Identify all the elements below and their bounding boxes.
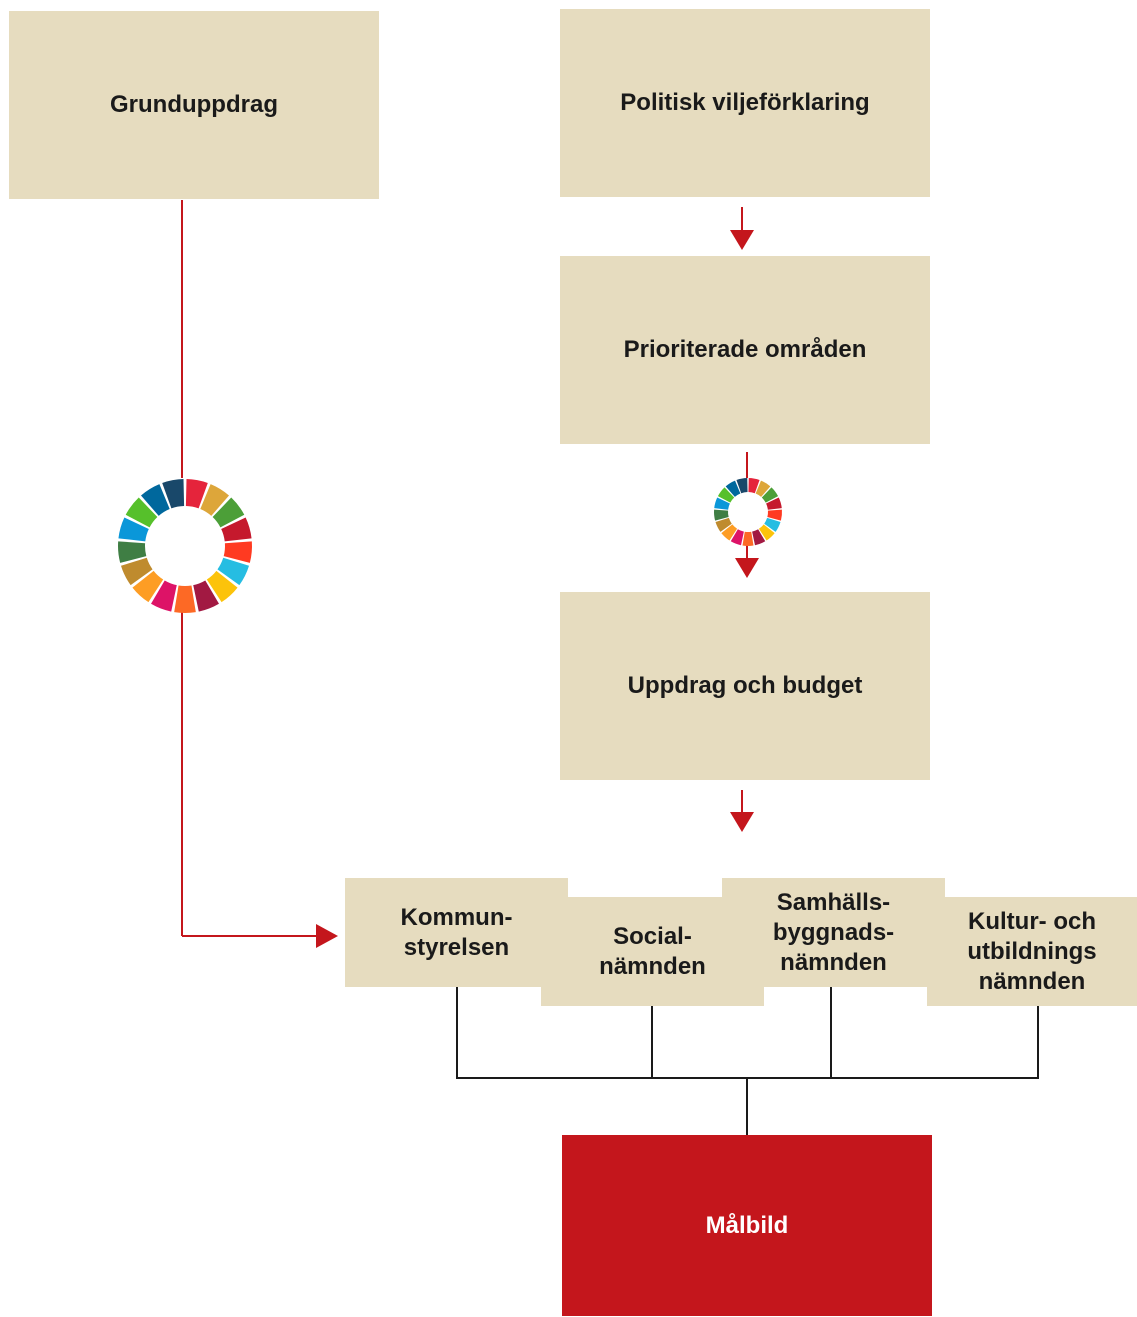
kultur-och-utbildningsnamnden-label: Kultur- och utbildnings nämnden [967, 907, 1097, 995]
prioriterade-omraden-label: Prioriterade områden [623, 336, 867, 363]
sdg-wheel-segment [193, 580, 219, 612]
samhallsbyggnadsnamnden-label: Samhälls- byggnads- nämnden [772, 888, 895, 976]
sdg-wheel-segment [725, 480, 741, 497]
sdg-wheel-segment [742, 531, 754, 546]
arrow-to-kommunstyrelsen [316, 924, 338, 948]
grunduppdrag-label: Grunduppdrag [110, 91, 278, 118]
sdg-wheel-segment [221, 517, 252, 542]
sdg-wheel-segment [120, 557, 153, 586]
sdg-wheel-segment [764, 517, 781, 532]
sdg-wheel-segment [748, 478, 760, 494]
sdg-wheel-segment [118, 517, 149, 542]
sdg-wheel-icon [118, 479, 252, 613]
uppdrag-och-budget-box: Uppdrag och budget [560, 592, 930, 780]
sdg-wheel-segment [185, 479, 208, 509]
sdg-wheel-segment [162, 479, 185, 509]
politisk-viljeforklaring-box: Politisk viljeförklaring [560, 9, 930, 197]
sdg-wheel-segment [714, 509, 729, 521]
kommunstyrelsen-label: Kommun- styrelsen [400, 903, 513, 961]
sdg-wheel-segment [736, 478, 748, 494]
arrow-to-boards [730, 812, 754, 832]
uppdrag-och-budget-label: Uppdrag och budget [627, 672, 863, 699]
grunduppdrag-box: Grunduppdrag [9, 11, 379, 199]
sdg-wheel-icon [714, 478, 782, 546]
arrow-to-prioriterade [730, 230, 754, 250]
arrow-to-uppdrag [735, 558, 759, 578]
samhallsbyggnadsnamnden-box: Samhälls- byggnads- nämnden [722, 878, 945, 987]
sdg-wheel-segment [721, 524, 738, 541]
board-connector-tree [456, 987, 1039, 1136]
sdg-wheel-segment [766, 497, 782, 510]
sdg-wheel-segment [206, 570, 238, 603]
sdg-wheel-segment [758, 524, 775, 541]
sdg-wheel-segment [125, 497, 158, 528]
sdg-wheel-segment [151, 580, 177, 612]
sdg-wheel-segment [761, 487, 779, 503]
sdg-wheel-segment [223, 541, 252, 563]
sdg-wheel-segment [755, 480, 771, 497]
sdg-wheel-segment [217, 557, 250, 586]
sdg-wheel-segment [717, 487, 735, 503]
malbild-box: Målbild [562, 1135, 932, 1316]
malbild-label: Målbild [705, 1211, 789, 1239]
kultur-och-utbildningsnamnden-box: Kultur- och utbildnings nämnden [927, 897, 1137, 1006]
sdg-wheel-segment [132, 570, 164, 603]
sdg-wheel-segment [715, 517, 732, 532]
sdg-wheel-segment [200, 484, 230, 516]
kommunstyrelsen-box: Kommun- styrelsen [345, 878, 568, 987]
sdg-wheel-segment [714, 497, 730, 510]
politisk-viljeforklaring-label: Politisk viljeförklaring [620, 89, 870, 116]
sdg-wheel-segment [118, 541, 147, 563]
sdg-wheel-segment [212, 497, 245, 528]
prioriterade-omraden-box: Prioriterade områden [560, 256, 930, 444]
sdg-wheel-segment [140, 484, 170, 516]
sdg-wheel-segment [752, 529, 766, 546]
sdg-wheel-segment [174, 585, 196, 613]
sdg-wheel-segment [730, 529, 744, 546]
socialnamnden-label: Social- nämnden [599, 922, 706, 980]
sdg-wheel-segment [767, 509, 782, 521]
